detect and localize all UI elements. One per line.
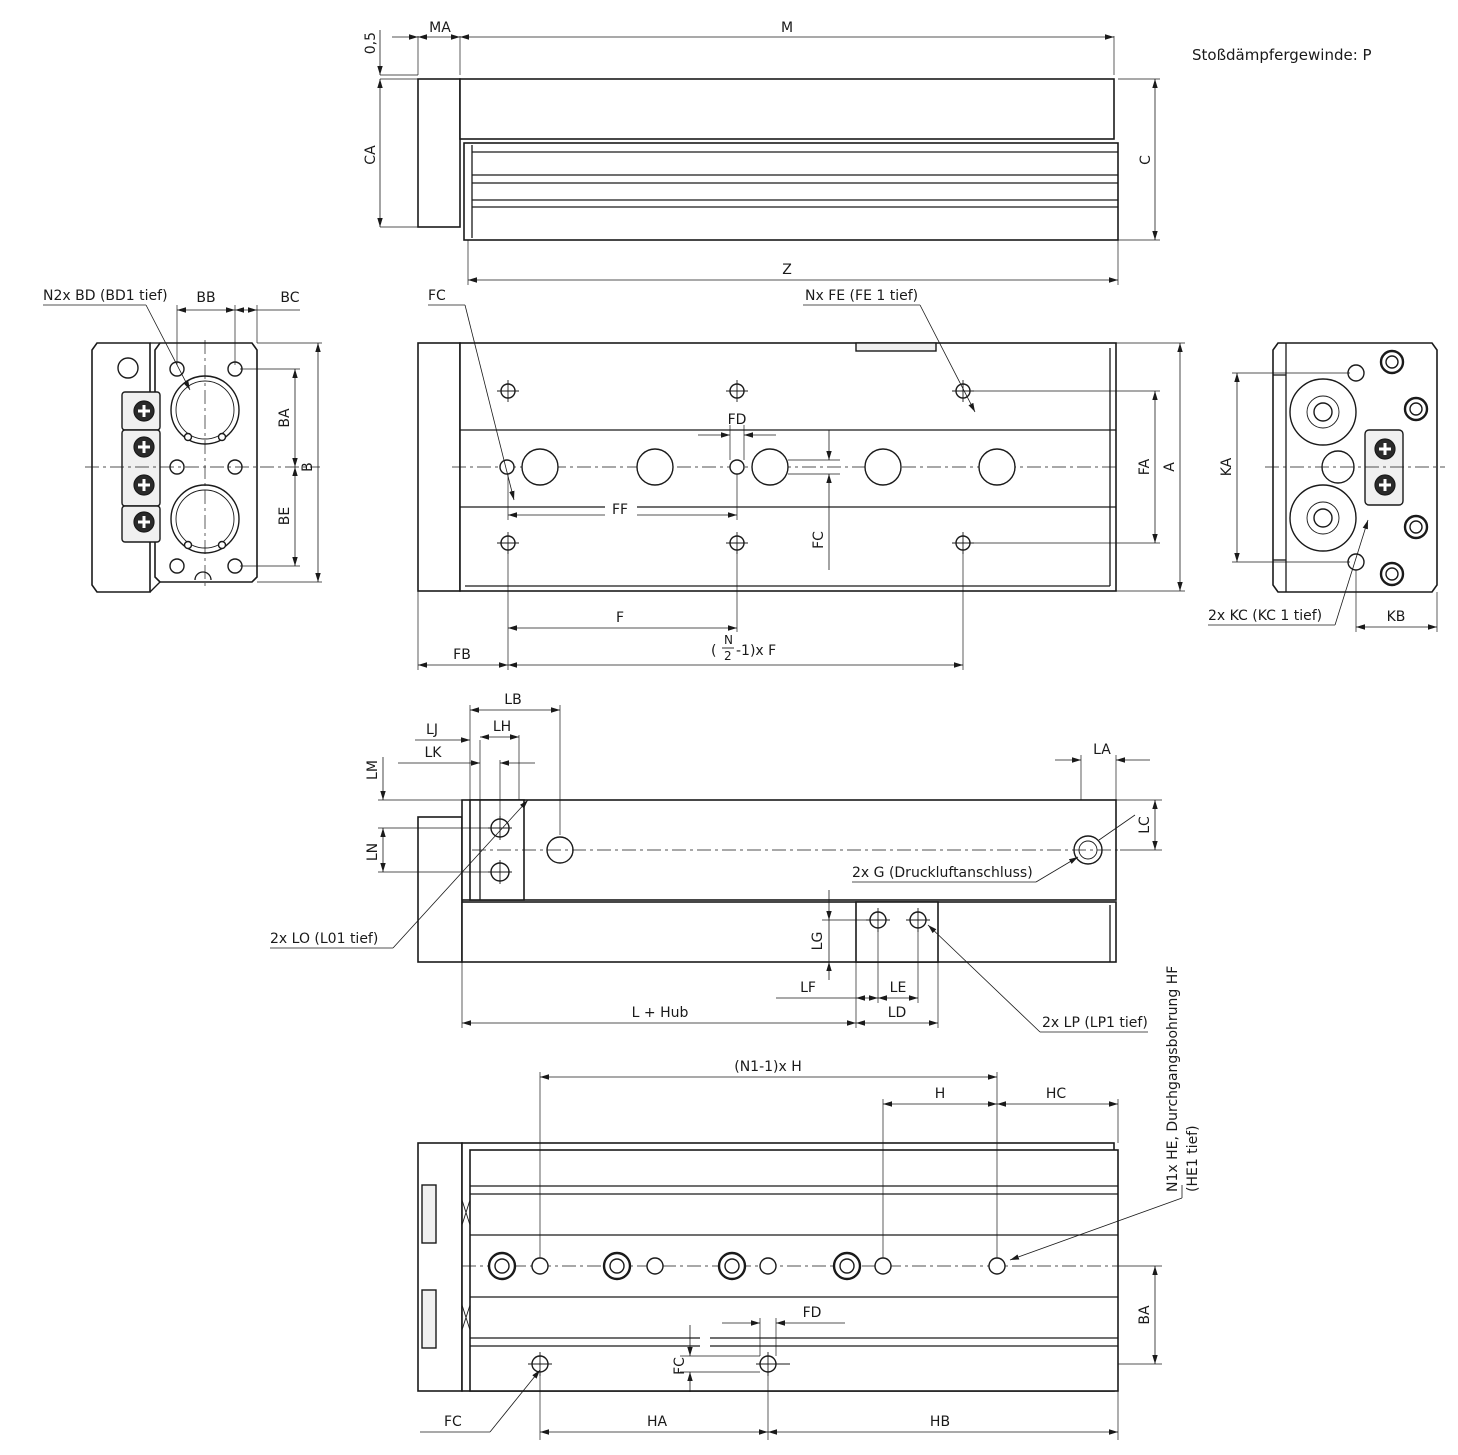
right-end-view: KA 2x KC (KC 1 tief) KB	[1208, 342, 1445, 632]
dim-A: A	[1162, 462, 1178, 472]
dim-LJ: LJ	[426, 722, 438, 738]
dim-LE: LE	[890, 980, 907, 996]
dim-BE: BE	[277, 507, 293, 525]
dim-BB: BB	[196, 290, 215, 306]
dim-LB: LB	[504, 692, 521, 708]
dim-LM: LM	[365, 760, 381, 780]
bottom-view: (N1-1)x H H HC N1x HE, Durchgangsbohrung…	[417, 966, 1201, 1440]
dim-FF: FF	[612, 502, 628, 518]
svg-text:2: 2	[724, 649, 732, 663]
dim-LO: 2x LO (L01 tief)	[270, 931, 378, 947]
dim-M: M	[781, 20, 793, 36]
dim-BC: BC	[280, 290, 299, 306]
port-block	[855, 901, 939, 963]
side-view-ports: LB LJ LH LK LM LN LA LC 2x G (Drucklufta…	[270, 692, 1162, 1033]
dim-HE-line-1: N1x HE, Durchgangsbohrung HF	[1165, 966, 1181, 1192]
dim-B: B	[300, 462, 316, 472]
dim-FC-top: FC	[428, 288, 446, 304]
dim-H: H	[935, 1086, 946, 1102]
dim-N-half-minus-one-times-F: ( N 2 -1)x F	[711, 633, 776, 663]
dim-KB: KB	[1387, 609, 1406, 625]
dim-FD-top: FD	[728, 412, 747, 428]
dim-LP: 2x LP (LP1 tief)	[1042, 1015, 1148, 1031]
dim-LG: LG	[810, 932, 826, 951]
dim-L-plus-Hub: L + Hub	[632, 1005, 689, 1021]
guide-body	[463, 142, 1119, 241]
dim-LA: LA	[1093, 742, 1111, 758]
top-plan-view: FC Nx FE (FE 1 tief) FD FC FF FA A	[417, 288, 1185, 670]
dim-HE-line-2: (HE1 tief)	[1185, 1125, 1201, 1192]
left-end-view: BB BC N2x BD (BD1 tief) BA BE B	[43, 288, 322, 593]
end-plate	[417, 78, 461, 228]
dim-HA: HA	[647, 1414, 668, 1430]
dim-FB: FB	[453, 647, 471, 663]
dim-HB: HB	[930, 1414, 950, 1430]
svg-text:-1)x F: -1)x F	[736, 643, 776, 659]
dim-LC: LC	[1137, 816, 1153, 834]
dim-G: 2x G (Druckluftanschluss)	[852, 865, 1033, 881]
dim-BD: N2x BD (BD1 tief)	[43, 288, 168, 304]
svg-text:(: (	[711, 643, 716, 659]
dim-Z: Z	[782, 262, 792, 278]
dim-KA: KA	[1219, 457, 1235, 476]
svg-text:N: N	[724, 633, 733, 647]
top-side-view: 0,5 CA MA M C Z	[363, 20, 1160, 285]
dim-C: C	[1138, 155, 1154, 165]
dim-0-5: 0,5	[363, 32, 379, 54]
dim-FC-vertical: FC	[811, 531, 827, 549]
dim-LD: LD	[888, 1005, 907, 1021]
bottom-end-plate	[417, 1142, 463, 1392]
dim-LF: LF	[800, 980, 816, 996]
dim-HC: HC	[1046, 1086, 1067, 1102]
dim-LH: LH	[493, 719, 511, 735]
dim-LK: LK	[425, 745, 443, 761]
dim-FD-bottom: FD	[803, 1305, 822, 1321]
dim-FE: Nx FE (FE 1 tief)	[805, 288, 918, 304]
dim-BA: BA	[277, 408, 293, 428]
dim-MA: MA	[429, 20, 451, 36]
carriage-top	[459, 78, 1115, 140]
dim-KC: 2x KC (KC 1 tief)	[1208, 608, 1322, 624]
side-end-plate	[417, 816, 463, 963]
shock-absorber-thread-note: Stoßdämpfergewinde: P	[1192, 46, 1372, 64]
dim-N1-minus-1-times-H: (N1-1)x H	[734, 1059, 802, 1075]
dim-BA-bottom: BA	[1137, 1305, 1153, 1325]
side-guide-body	[461, 901, 1117, 963]
dim-FA: FA	[1137, 458, 1153, 475]
dim-FC-bottom-leader: FC	[444, 1414, 462, 1430]
dim-CA: CA	[363, 145, 379, 165]
dim-F: F	[616, 610, 624, 626]
dim-LN: LN	[365, 843, 381, 861]
dim-FC-bottom-vertical: FC	[672, 1357, 688, 1375]
